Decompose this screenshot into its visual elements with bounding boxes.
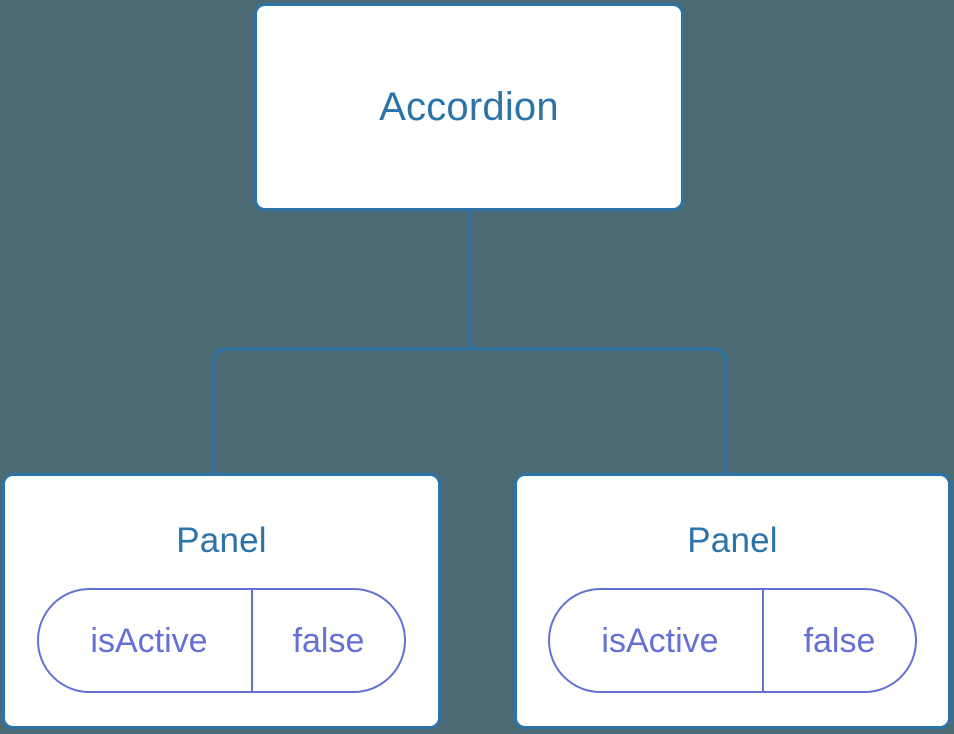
node-accordion[interactable]: Accordion xyxy=(254,3,684,211)
prop-value-isactive: false xyxy=(803,621,876,660)
prop-pill-panel-2[interactable]: isActive false xyxy=(548,588,917,693)
node-panel-1-label: Panel xyxy=(176,521,267,560)
node-accordion-label: Accordion xyxy=(379,85,559,129)
prop-pill-panel-1[interactable]: isActive false xyxy=(37,588,406,693)
prop-key-isactive: isActive xyxy=(550,590,764,691)
prop-value-isactive: false xyxy=(292,621,365,660)
connector-branch-right xyxy=(470,347,728,476)
node-panel-1[interactable]: Panel isActive false xyxy=(2,473,441,729)
node-panel-2[interactable]: Panel isActive false xyxy=(514,473,951,729)
prop-key-isactive: isActive xyxy=(39,590,253,691)
node-panel-2-label: Panel xyxy=(687,521,778,560)
connector-branch-left xyxy=(212,347,470,476)
